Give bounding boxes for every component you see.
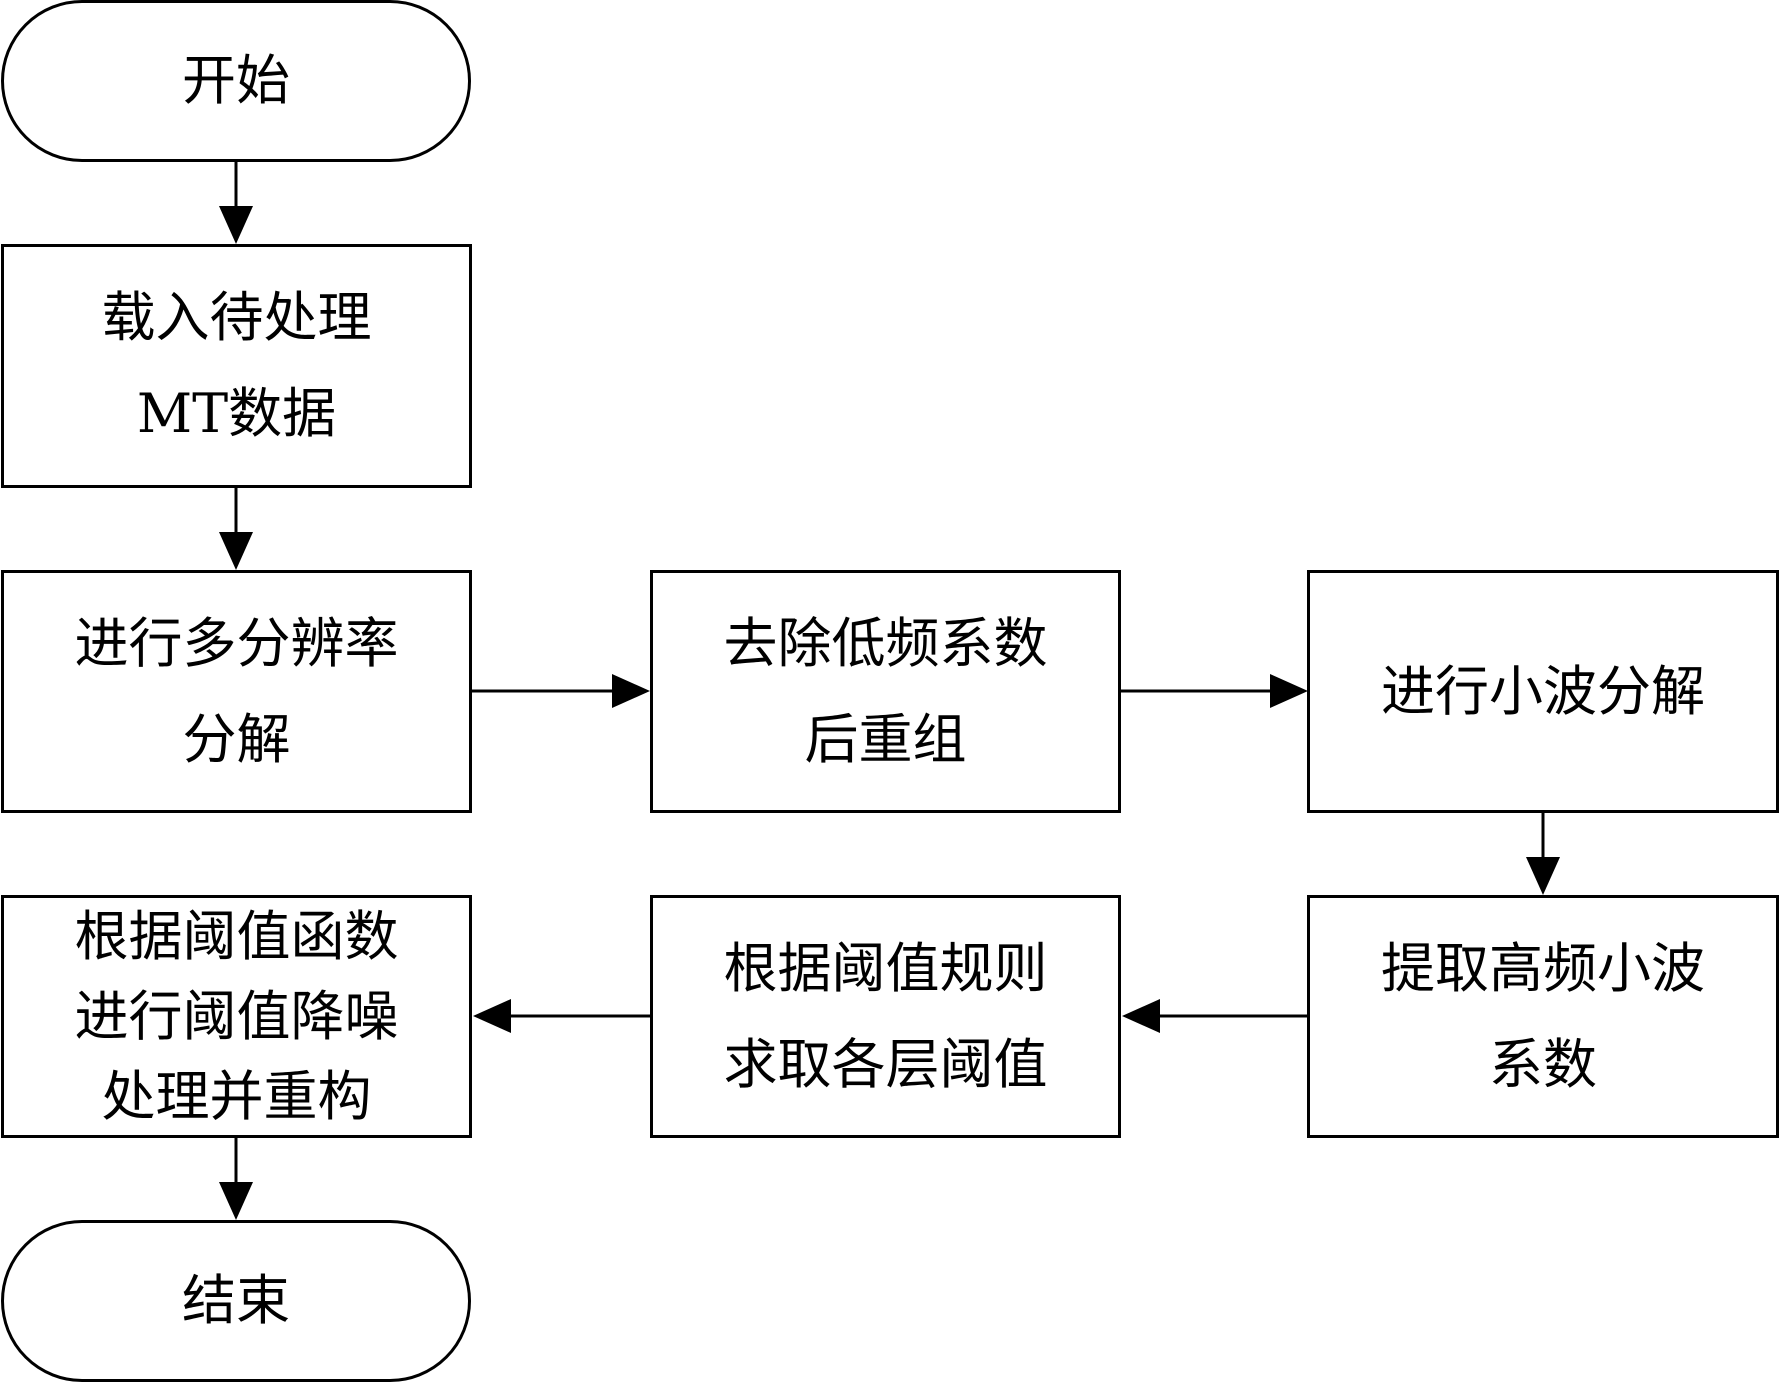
- wavelet-decomposition-box: 进行小波分解: [1307, 570, 1779, 813]
- threshold-rule-box: 根据阈值规则 求取各层阈值: [650, 895, 1121, 1138]
- multiresolution-line-2: 分解: [182, 707, 291, 771]
- remove-low-frequency-box: 去除低频系数 后重组: [650, 570, 1121, 813]
- threshold-rule-line-1: 根据阈值规则: [723, 936, 1048, 1000]
- extract-high-frequency-box: 提取高频小波 系数: [1307, 895, 1779, 1138]
- remove-low-frequency-line-2: 后重组: [804, 707, 967, 771]
- load-data-line-1: 载入待处理: [101, 286, 372, 349]
- start-label: 开始: [182, 49, 290, 112]
- threshold-denoise-line-3: 处理并重构: [101, 1064, 372, 1128]
- arrow-wavelet-to-extracthigh: [1526, 812, 1560, 895]
- end-terminal: 结束: [1, 1220, 471, 1382]
- multiresolution-box: 进行多分辨率 分解: [1, 570, 472, 813]
- arrow-load-to-multires: [219, 488, 253, 570]
- threshold-denoise-box: 根据阈值函数 进行阈值降噪 处理并重构: [1, 895, 472, 1138]
- load-data-box: 载入待处理 MT数据: [1, 244, 472, 488]
- extract-high-frequency-line-1: 提取高频小波: [1381, 936, 1705, 1000]
- threshold-denoise-line-2: 进行阈值降噪: [74, 984, 399, 1048]
- arrow-start-to-load: [219, 162, 253, 244]
- arrow-denoise-to-end: [219, 1137, 253, 1220]
- arrow-removelow-to-wavelet: [1121, 674, 1308, 708]
- threshold-rule-line-2: 求取各层阈值: [723, 1032, 1048, 1096]
- multiresolution-line-1: 进行多分辨率: [74, 611, 399, 675]
- load-data-line-2: MT数据: [136, 382, 337, 445]
- wavelet-decomposition-line-1: 进行小波分解: [1381, 659, 1705, 723]
- arrow-thresholdrule-to-denoise: [473, 999, 650, 1033]
- threshold-denoise-line-1: 根据阈值函数: [74, 904, 399, 968]
- arrow-extracthigh-to-thresholdrule: [1122, 999, 1307, 1033]
- extract-high-frequency-line-2: 系数: [1489, 1032, 1597, 1096]
- start-terminal: 开始: [1, 0, 471, 162]
- arrow-multires-to-removelow: [472, 674, 650, 708]
- remove-low-frequency-line-1: 去除低频系数: [723, 611, 1048, 675]
- end-label: 结束: [182, 1269, 290, 1332]
